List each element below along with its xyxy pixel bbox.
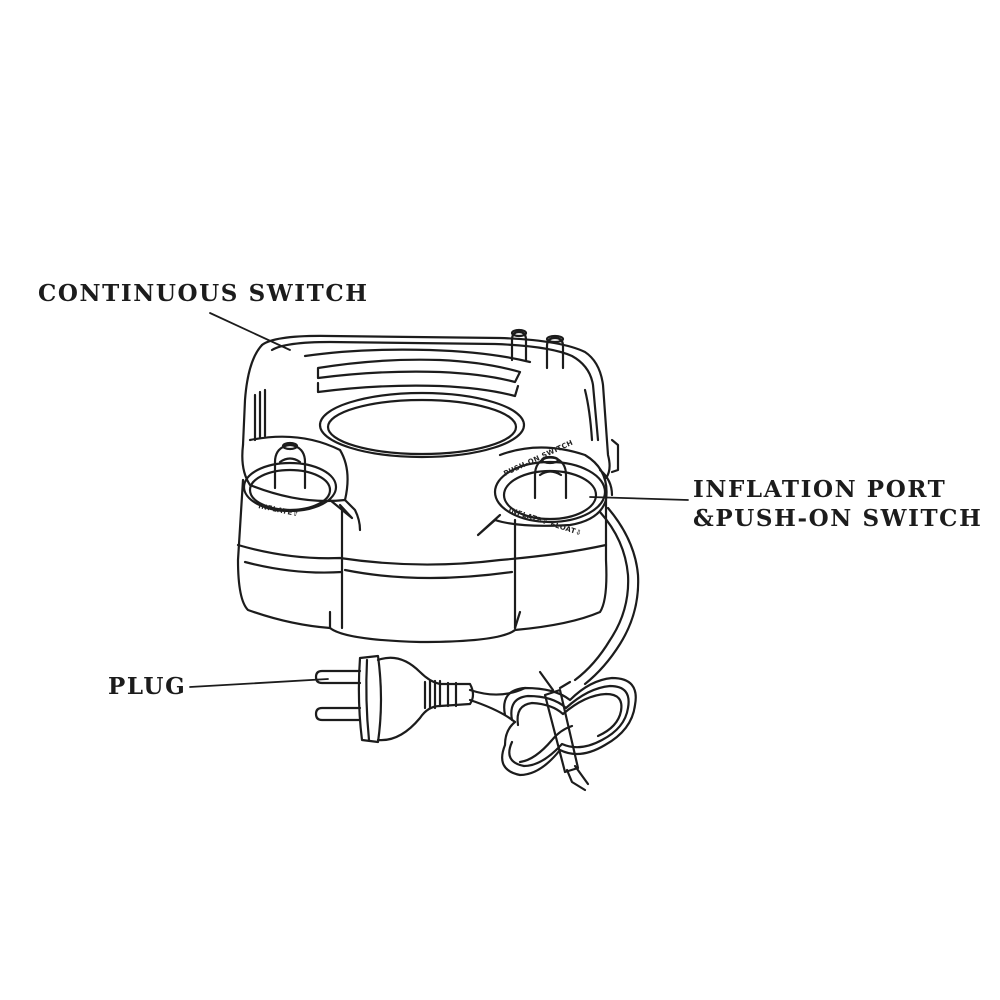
leader-inflation-port [589, 496, 689, 501]
label-continuous-switch: CONTINUOUS SWITCH [38, 280, 369, 307]
label-plug: PLUG [108, 673, 187, 700]
pump-base [236, 478, 608, 644]
rear-nozzles [510, 328, 565, 370]
pump-lid [241, 334, 620, 480]
right-port-marking-bottom: INFLATE⇧ FLOAT⇩ [507, 506, 582, 537]
label-inflation-port: INFLATION PORT [693, 476, 947, 503]
left-port-shoulder [241, 435, 362, 532]
leader-continuous-switch [209, 312, 291, 351]
right-port-shoulder [476, 446, 614, 537]
label-push-on-switch: &PUSH-ON SWITCH [693, 505, 983, 532]
leader-lines [189, 312, 689, 688]
leader-plug [189, 678, 329, 688]
left-port-marking: INFLATE⇧ [258, 502, 300, 518]
coiled-cord [501, 670, 637, 792]
plug-cord [468, 686, 527, 724]
plug-illustration [314, 654, 475, 744]
power-cord [573, 506, 640, 686]
